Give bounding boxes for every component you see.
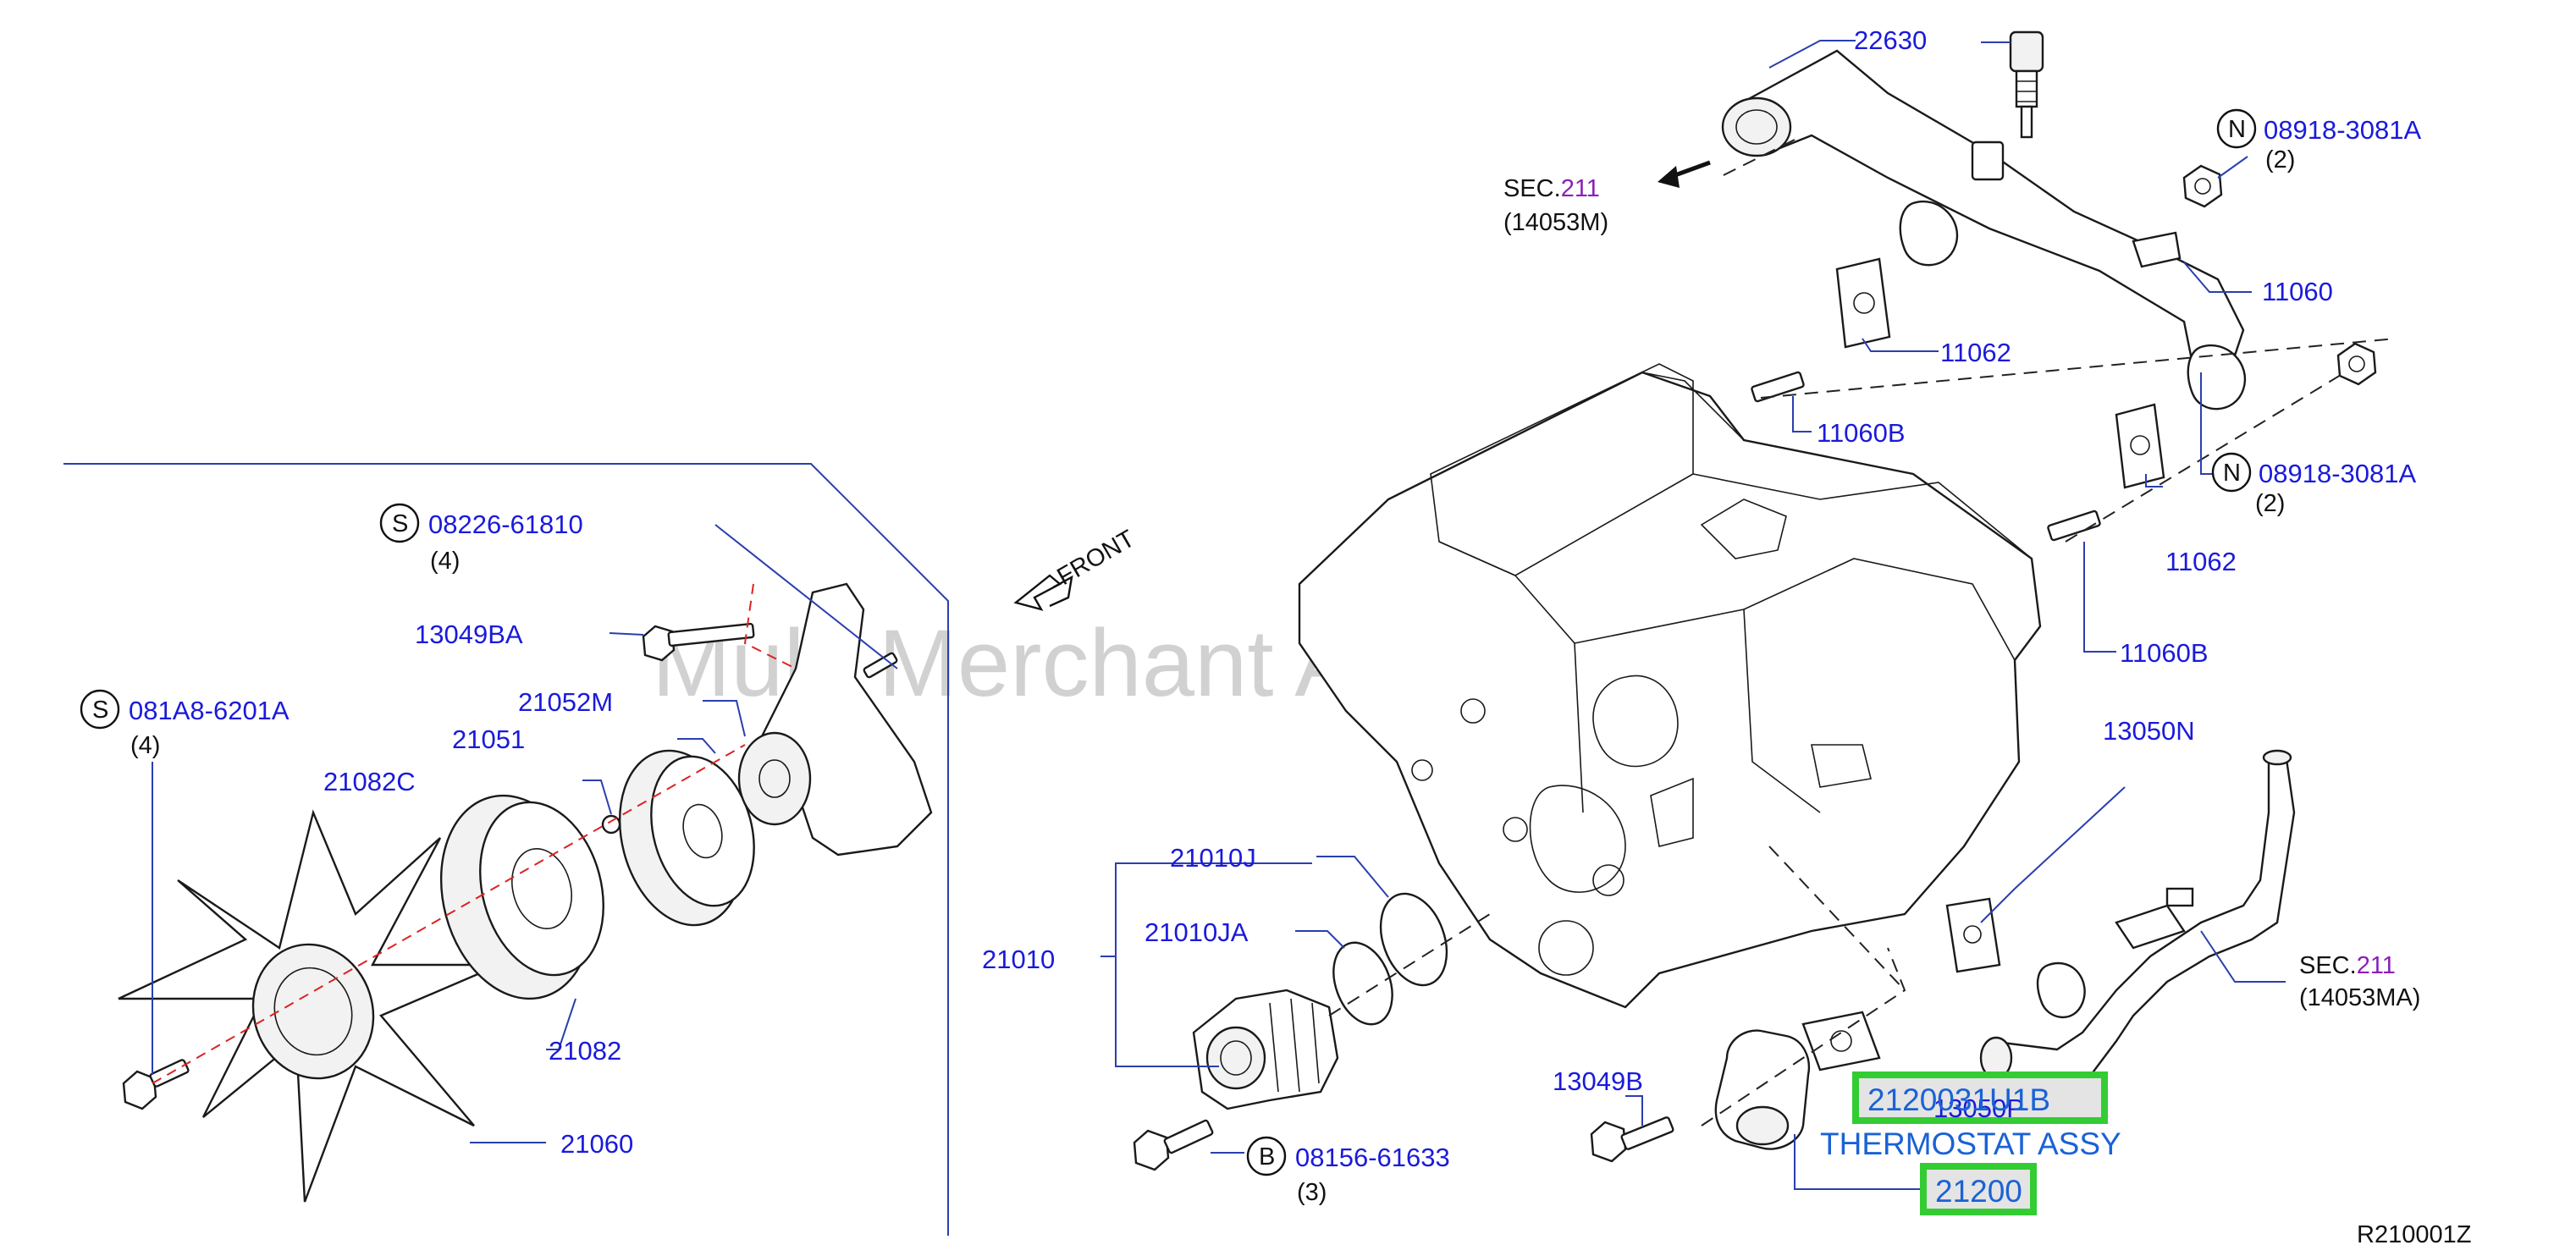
bolt-drawing-13049b: [1590, 1116, 1674, 1163]
part-number-11062[interactable]: 11062: [2165, 547, 2237, 576]
part-number-13049ba[interactable]: 13049BA: [415, 620, 523, 649]
highlight-description[interactable]: THERMOSTAT ASSY: [1820, 1127, 2121, 1161]
assembly-line: [743, 583, 797, 669]
highlight-part-number-box[interactable]: [1852, 1071, 2108, 1124]
part-number-11060b[interactable]: 11060B: [1817, 418, 1906, 448]
s-bubble-icon: [379, 503, 420, 543]
front-arrow-icon: [1013, 574, 1073, 611]
part-number-21010[interactable]: 21010: [982, 945, 1055, 974]
diagram-code: R210001Z: [2357, 1221, 2471, 1248]
assembly-line: [1701, 947, 1906, 1127]
sec-ref-sub: (14053MA): [2299, 984, 2420, 1011]
stud-drawing-2: [2047, 510, 2101, 542]
highlight-part-number[interactable]: 2120031U1B: [1867, 1082, 2050, 1117]
quantity-label: (2): [2265, 146, 2295, 174]
n-bubble-icon: [2216, 108, 2257, 149]
highlight-callout[interactable]: 21200: [1935, 1174, 2022, 1209]
part-number-13050n[interactable]: 13050N: [2103, 716, 2195, 746]
fan-bracket-drawing: [737, 582, 933, 857]
b-bubble-letter: B: [1259, 1143, 1275, 1171]
stud-drawing-1: [1751, 371, 1805, 403]
assembly-line: [1718, 139, 1795, 179]
part-number-21060[interactable]: 21060: [560, 1129, 633, 1159]
n-bubble-icon: [2211, 452, 2252, 493]
assembly-line: [2065, 372, 2346, 543]
small-bolt-drawing: [601, 652, 898, 835]
engine-block-drawing: [1298, 363, 2042, 1009]
part-number-08226-61810[interactable]: 08226-61810: [428, 510, 583, 539]
temperature-sensor-drawing: [2009, 30, 2044, 139]
part-number-21082[interactable]: 21082: [549, 1036, 621, 1066]
assembly-line: [152, 744, 746, 1084]
part-number-21010j[interactable]: 21010J: [1170, 843, 1256, 873]
part-number-21010ja[interactable]: 21010JA: [1145, 917, 1249, 947]
fan-pulley-drawing: [618, 749, 755, 927]
bypass-pipe-drawing: [1945, 749, 2296, 1093]
front-label: FRONT: [1053, 525, 1140, 591]
assembly-line: [1760, 338, 2397, 399]
fan-blade-drawing: [118, 809, 500, 1203]
nut-drawing-1: [2182, 164, 2223, 208]
water-pump-drawing: [1192, 989, 1339, 1110]
s-bubble-letter: S: [392, 510, 408, 537]
water-pipe-drawing: [1721, 49, 2246, 410]
highlight-callout-box[interactable]: [1920, 1163, 2037, 1215]
assembly-line: [1768, 846, 1906, 991]
sec-ref-prefix: SEC.211: [2299, 952, 2396, 979]
s-bubble-letter: S: [92, 697, 108, 724]
bolt-drawing-13049ba: [642, 622, 755, 662]
quantity-label: (2): [2255, 490, 2285, 517]
sec-ref-prefix: SEC.211: [1503, 175, 1600, 202]
b-bubble-icon: [1246, 1136, 1287, 1176]
thermostat-housing-drawing: [1714, 1011, 1881, 1150]
n-bubble-letter: N: [2228, 116, 2246, 143]
part-number-13049b[interactable]: 13049B: [1553, 1066, 1643, 1096]
gasket-drawing-1: [1835, 257, 1891, 349]
quantity-label: (3): [1297, 1179, 1327, 1206]
part-number-11060[interactable]: 11060: [2262, 277, 2333, 306]
quantity-label: (4): [130, 732, 160, 759]
leader-lines: [152, 40, 2286, 1190]
o-ring-drawing-2: [1379, 892, 1448, 987]
n-bubble-letter: N: [2223, 460, 2241, 487]
bolt-drawing-08156: [1133, 1119, 1214, 1171]
s-bubble-icon: [80, 689, 120, 730]
part-number-08918-3081a[interactable]: 08918-3081A: [2264, 115, 2421, 145]
group-boundary-line: [63, 463, 949, 1236]
part-number-11060b[interactable]: 11060B: [2120, 638, 2209, 668]
part-number-081a8-6201a[interactable]: 081A8-6201A: [129, 696, 290, 725]
part-number-21082c[interactable]: 21082C: [323, 767, 416, 796]
part-number-21051[interactable]: 21051: [452, 724, 525, 754]
part-number-22630[interactable]: 22630: [1854, 25, 1927, 55]
part-number-08156-61633[interactable]: 08156-61633: [1295, 1143, 1450, 1172]
sec-arrow-head: [1658, 166, 1680, 188]
sec-ref-sub: (14053M): [1503, 209, 1608, 236]
gasket-drawing-2: [2115, 403, 2165, 489]
part-number-11062[interactable]: 11062: [1940, 338, 2011, 367]
part-number-21052m[interactable]: 21052M: [518, 687, 613, 717]
assembly-line: [1328, 913, 1491, 1016]
part-number-08918-3081a[interactable]: 08918-3081A: [2259, 459, 2416, 488]
quantity-label: (4): [430, 548, 460, 575]
part-number-13050p[interactable]: 13050P: [1933, 1093, 2024, 1123]
bolt-drawing-081a8: [122, 1059, 190, 1110]
fan-clutch-drawing: [439, 794, 604, 1000]
nut-drawing-2: [2336, 342, 2377, 386]
